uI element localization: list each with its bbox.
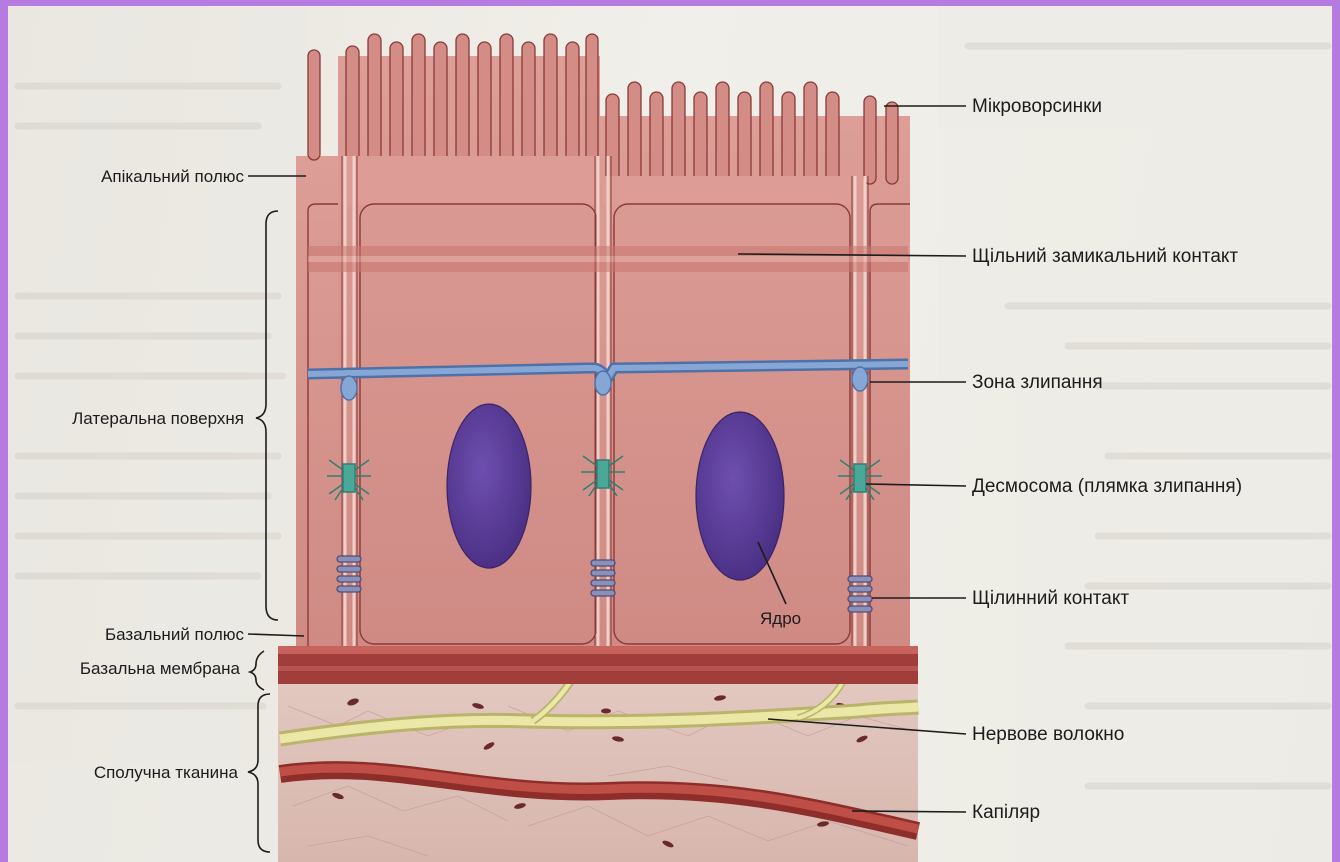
epithelial-cells	[296, 34, 910, 646]
label-lateral-surface: Латеральна поверхня	[72, 409, 244, 428]
nucleus-right	[696, 412, 784, 580]
label-capillary: Капіляр	[972, 802, 1040, 823]
label-nerve-fiber: Нервове волокно	[972, 724, 1124, 745]
label-basal-pole: Базальний полюс	[105, 625, 245, 644]
label-tight-junction: Щільний замикальний контакт	[972, 246, 1238, 267]
epithelium-diagram: Апікальний полюс Латеральна поверхня Баз…	[8, 6, 1332, 862]
label-gap-junction: Щілинний контакт	[972, 588, 1129, 609]
basal-membrane	[278, 646, 918, 684]
tight-junction-band	[308, 246, 908, 272]
label-connective-tissue: Сполучна тканина	[94, 763, 239, 782]
label-basal-membrane: Базальна мембрана	[80, 659, 241, 678]
nucleus-left	[447, 404, 531, 568]
label-adhesion-zone: Зона злипання	[972, 372, 1103, 393]
label-nucleus: Ядро	[760, 609, 801, 628]
label-microvilli: Мікроворсинки	[972, 96, 1102, 117]
label-desmosome: Десмосома (плямка злипання)	[972, 476, 1242, 497]
label-apical-pole: Апікальний полюс	[101, 167, 244, 186]
figure-page: Апікальний полюс Латеральна поверхня Баз…	[8, 6, 1332, 862]
